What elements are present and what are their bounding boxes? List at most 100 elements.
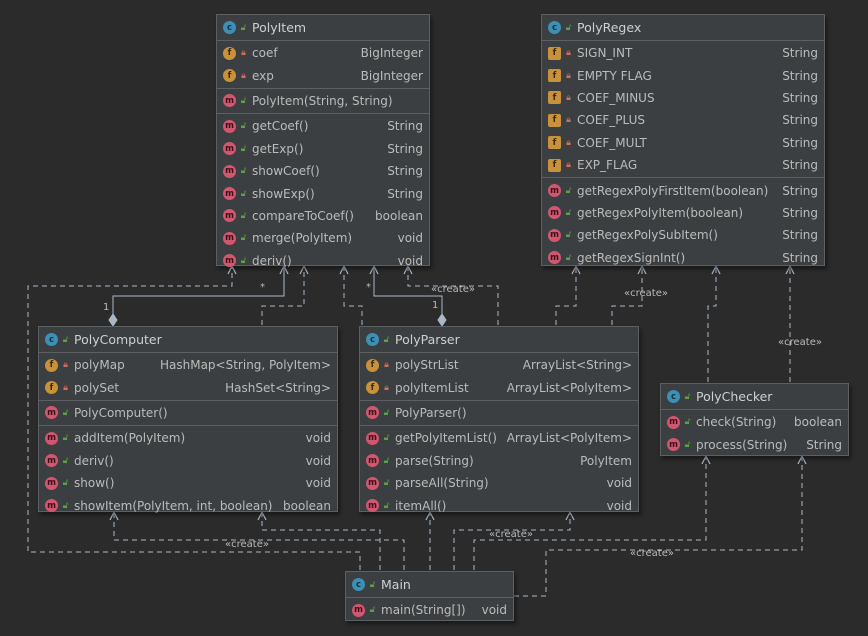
method-row[interactable]: m🔓︎process(String)String [661, 433, 848, 455]
class-polychecker[interactable]: c 🔓︎ PolyChecker m🔓︎check(String)boolean… [660, 383, 849, 456]
method-row[interactable]: m🔓︎addItem(PolyItem)void [39, 427, 337, 449]
field-icon: f [223, 69, 236, 83]
method-row[interactable]: m🔓︎getPolyItemList()ArrayList<PolyItem> [360, 427, 638, 449]
member-type: ArrayList<PolyItem> [506, 431, 632, 446]
private-lock-icon: 🔒︎ [241, 70, 246, 81]
public-lock-icon: 🔓︎ [240, 210, 247, 221]
class-name: PolyRegex [577, 20, 642, 35]
method-row[interactable]: m🔓︎parseAll(String)void [360, 472, 638, 494]
method-name: getCoef() [252, 119, 309, 134]
class-header: c 🔓︎ PolyParser [360, 327, 638, 353]
method-row[interactable]: m🔓︎getRegexPolyItem(boolean)String [542, 202, 824, 224]
method-row[interactable]: m🔓︎getRegexPolyFirstItem(boolean)String [542, 179, 824, 201]
public-icon: 🔓︎ [565, 22, 572, 33]
public-lock-icon: 🔓︎ [383, 500, 390, 511]
method-icon: m [548, 206, 561, 220]
public-icon: 🔓︎ [684, 391, 691, 402]
dep-parser-to-polyitem-a [343, 266, 363, 325]
method-row[interactable]: m🔓︎PolyItem(String, String) [217, 90, 429, 112]
method-row[interactable]: m🔓︎deriv()void [217, 250, 429, 272]
method-row[interactable]: m🔓︎compareToCoef()boolean [217, 205, 429, 227]
field-icon: f [45, 358, 58, 372]
private-lock-icon: 🔒︎ [63, 382, 68, 393]
dep-checker-to-regex-a [707, 266, 717, 382]
member-type: ArrayList<String> [522, 358, 632, 373]
field-name: EMPTY FLAG [577, 68, 652, 83]
method-row[interactable]: m🔓︎showExp()String [217, 182, 429, 204]
public-lock-icon: 🔓︎ [240, 255, 247, 266]
class-header: c 🔓︎ PolyItem [217, 15, 429, 41]
diamond-parser [437, 313, 447, 327]
method-row[interactable]: m🔓︎showItem(PolyItem, int, boolean)boole… [39, 494, 337, 516]
method-row[interactable]: m🔓︎getCoef()String [217, 115, 429, 137]
method-icon: m [366, 406, 379, 420]
public-lock-icon: 🔓︎ [240, 233, 247, 244]
member-type: String [782, 46, 818, 61]
method-icon: m [352, 603, 365, 617]
method-row[interactable]: m🔓︎getRegexPolySubItem()String [542, 224, 824, 246]
member-type: boolean [375, 208, 423, 223]
method-row[interactable]: m🔓︎show()void [39, 472, 337, 494]
method-row[interactable]: m🔓︎main(String[])void [346, 599, 513, 621]
dep-main-to-computer-b [261, 512, 381, 570]
label-mult-star-computer: * [260, 282, 265, 293]
member-type: void [305, 453, 331, 468]
method-name: getRegexPolyItem(boolean) [577, 205, 744, 220]
public-lock-icon: 🔓︎ [240, 95, 247, 106]
public-lock-icon: 🔓︎ [565, 230, 572, 241]
method-row[interactable]: m🔓︎itemAll()void [360, 494, 638, 516]
field-name: polyItemList [395, 380, 469, 395]
method-row[interactable]: m🔓︎getRegexSignInt()String [542, 247, 824, 269]
public-icon: 🔓︎ [240, 22, 247, 33]
member-type: void [305, 476, 331, 491]
methods-section: m🔓︎main(String[])void [346, 598, 513, 622]
method-row[interactable]: m🔓︎getExp()String [217, 138, 429, 160]
method-name: process(String) [696, 437, 788, 452]
private-lock-icon: 🔒︎ [384, 382, 389, 393]
method-name: show() [74, 476, 115, 491]
member-type: String [782, 158, 818, 173]
private-lock-icon: 🔒︎ [566, 115, 571, 126]
composition-edge-parser-item [373, 266, 443, 318]
method-row[interactable]: m🔓︎PolyComputer() [39, 402, 337, 424]
member-type: void [481, 603, 507, 618]
dep-parser-to-polyitem-b [407, 266, 499, 325]
method-row[interactable]: m🔓︎parse(String)PolyItem [360, 450, 638, 472]
method-icon: m [366, 431, 379, 445]
method-row[interactable]: m🔓︎deriv()void [39, 450, 337, 472]
dep-main-to-computer-a [113, 512, 405, 570]
method-icon: m [223, 164, 236, 178]
method-name: merge(PolyItem) [252, 231, 353, 246]
method-row[interactable]: m🔓︎check(String)boolean [661, 411, 848, 433]
class-main[interactable]: c 🔓︎ Main m🔓︎main(String[])void [345, 571, 514, 621]
method-name: itemAll() [395, 498, 447, 513]
member-type: String [782, 205, 818, 220]
method-icon: m [223, 231, 236, 245]
method-row[interactable]: m🔓︎merge(PolyItem)void [217, 227, 429, 249]
method-icon: m [223, 119, 236, 133]
label-mult-one-computer: 1 [103, 302, 109, 313]
member-type: ArrayList<PolyItem> [506, 380, 632, 395]
method-row[interactable]: m🔓︎showCoef()String [217, 160, 429, 182]
static-field-icon: f [548, 113, 561, 127]
method-row[interactable]: m🔓︎PolyParser() [360, 402, 638, 424]
